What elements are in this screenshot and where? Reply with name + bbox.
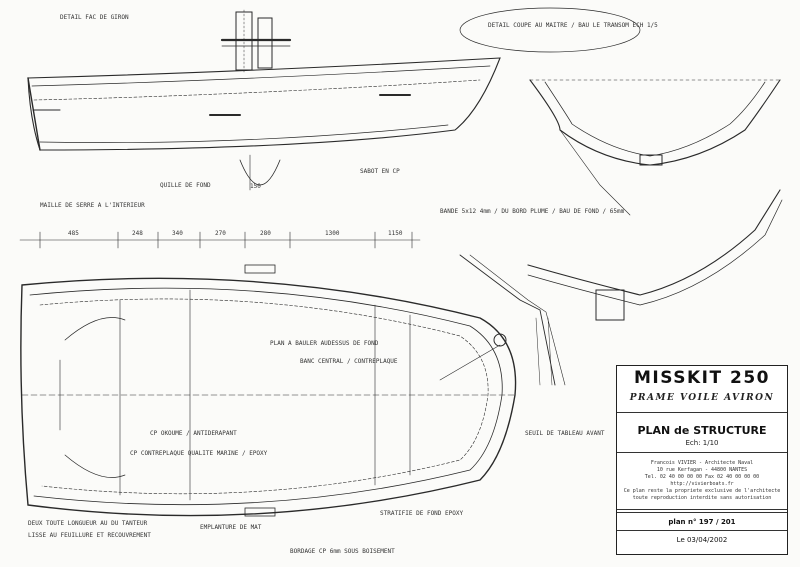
designer-line: Francois VIVIER - Architecte Naval: [650, 460, 754, 466]
note-top-keel: QUILLE DE FOND: [160, 182, 211, 189]
designer-line: Ce plan reste la propriete exclusive de …: [623, 488, 781, 494]
boat-subtitle: PRAME VOILE AVIRON: [629, 393, 775, 403]
dim-8: 150: [250, 183, 261, 190]
plan-date: Le 03/04/2002: [676, 536, 728, 544]
designer-line: http://vivierboats.fr: [670, 481, 734, 487]
dim-4: 270: [215, 230, 226, 237]
midship-section: [459, 7, 781, 216]
note-bench: PLAN A BAULER AUDESSUS DE FOND: [270, 340, 379, 347]
note-skeg: SABOT EN CP: [360, 168, 400, 175]
designer-line: Tel. 02 40 00 00 00 Fax 02 40 00 00 00: [644, 474, 760, 480]
title-block-name-row: MISSKIT 250 PRAME VOILE AVIRON: [617, 366, 787, 413]
designer-line: 10 rue Kerfagan - 44800 NANTES: [656, 467, 748, 473]
dim-2: 248: [132, 230, 143, 237]
note-bottom-right: STRATIFIE DE FOND EPOXY: [380, 510, 464, 517]
title-block: MISSKIT 250 PRAME VOILE AVIRON PLAN de S…: [616, 365, 788, 555]
plan-title: PLAN de STRUCTURE: [637, 424, 767, 437]
note-half-frame: MAILLE DE SERRE A L'INTERIEUR: [40, 202, 145, 209]
note-thwart: BANC CENTRAL / CONTREPLAQUE: [300, 358, 398, 365]
dim-6: 1300: [325, 230, 340, 237]
side-profile: [27, 9, 501, 191]
note-rib: CP OKOUME / ANTIDERAPANT: [150, 430, 237, 437]
note-strip: BANDE 5x12 4mm / DU BORD PLUME / BAU DE …: [440, 208, 625, 215]
dim-7: 1150: [388, 230, 403, 237]
designer-line: toute reproduction interdite sans autori…: [632, 495, 772, 501]
plan-view: [20, 264, 517, 517]
boat-name: MISSKIT 250: [634, 368, 770, 388]
plan-number: plan n° 197 / 201: [668, 518, 736, 526]
note-fore: SEUIL DE TABLEAU AVANT: [525, 430, 605, 437]
plan-title-row: PLAN de STRUCTURE Ech: 1/10: [617, 418, 787, 453]
divider: [617, 530, 787, 531]
dim-3: 340: [172, 230, 183, 237]
note-gunwale-detail: DETAIL FAC DE GIRON: [60, 14, 129, 21]
dim-5: 280: [260, 230, 271, 237]
divider: [617, 512, 787, 513]
plan-scale: Ech: 1/10: [685, 439, 719, 447]
note-mast: EMPLANTURE DE MAT: [200, 524, 262, 531]
note-bottom-2: LISSE AU FEUILLURE ET RECOUVREMENT: [28, 532, 151, 539]
designer-info: Francois VIVIER - Architecte Naval 10 ru…: [617, 456, 787, 510]
dimension-line: [19, 231, 421, 249]
note-bow-detail: DETAIL COUPE AU MAITRE / BAU LE TRANSOM …: [488, 22, 658, 29]
dim-1: 485: [68, 230, 79, 237]
note-bottom-3: BORDAGE CP 6mm SOUS BOISEMENT: [290, 548, 395, 555]
note-bottom-1: DEUX TOUTE LONGUEUR AU DU TANTEUR: [28, 520, 148, 527]
transom-detail: [459, 189, 783, 386]
note-center: CP CONTREPLAQUE QUALITE MARINE / EPOXY: [130, 450, 268, 457]
